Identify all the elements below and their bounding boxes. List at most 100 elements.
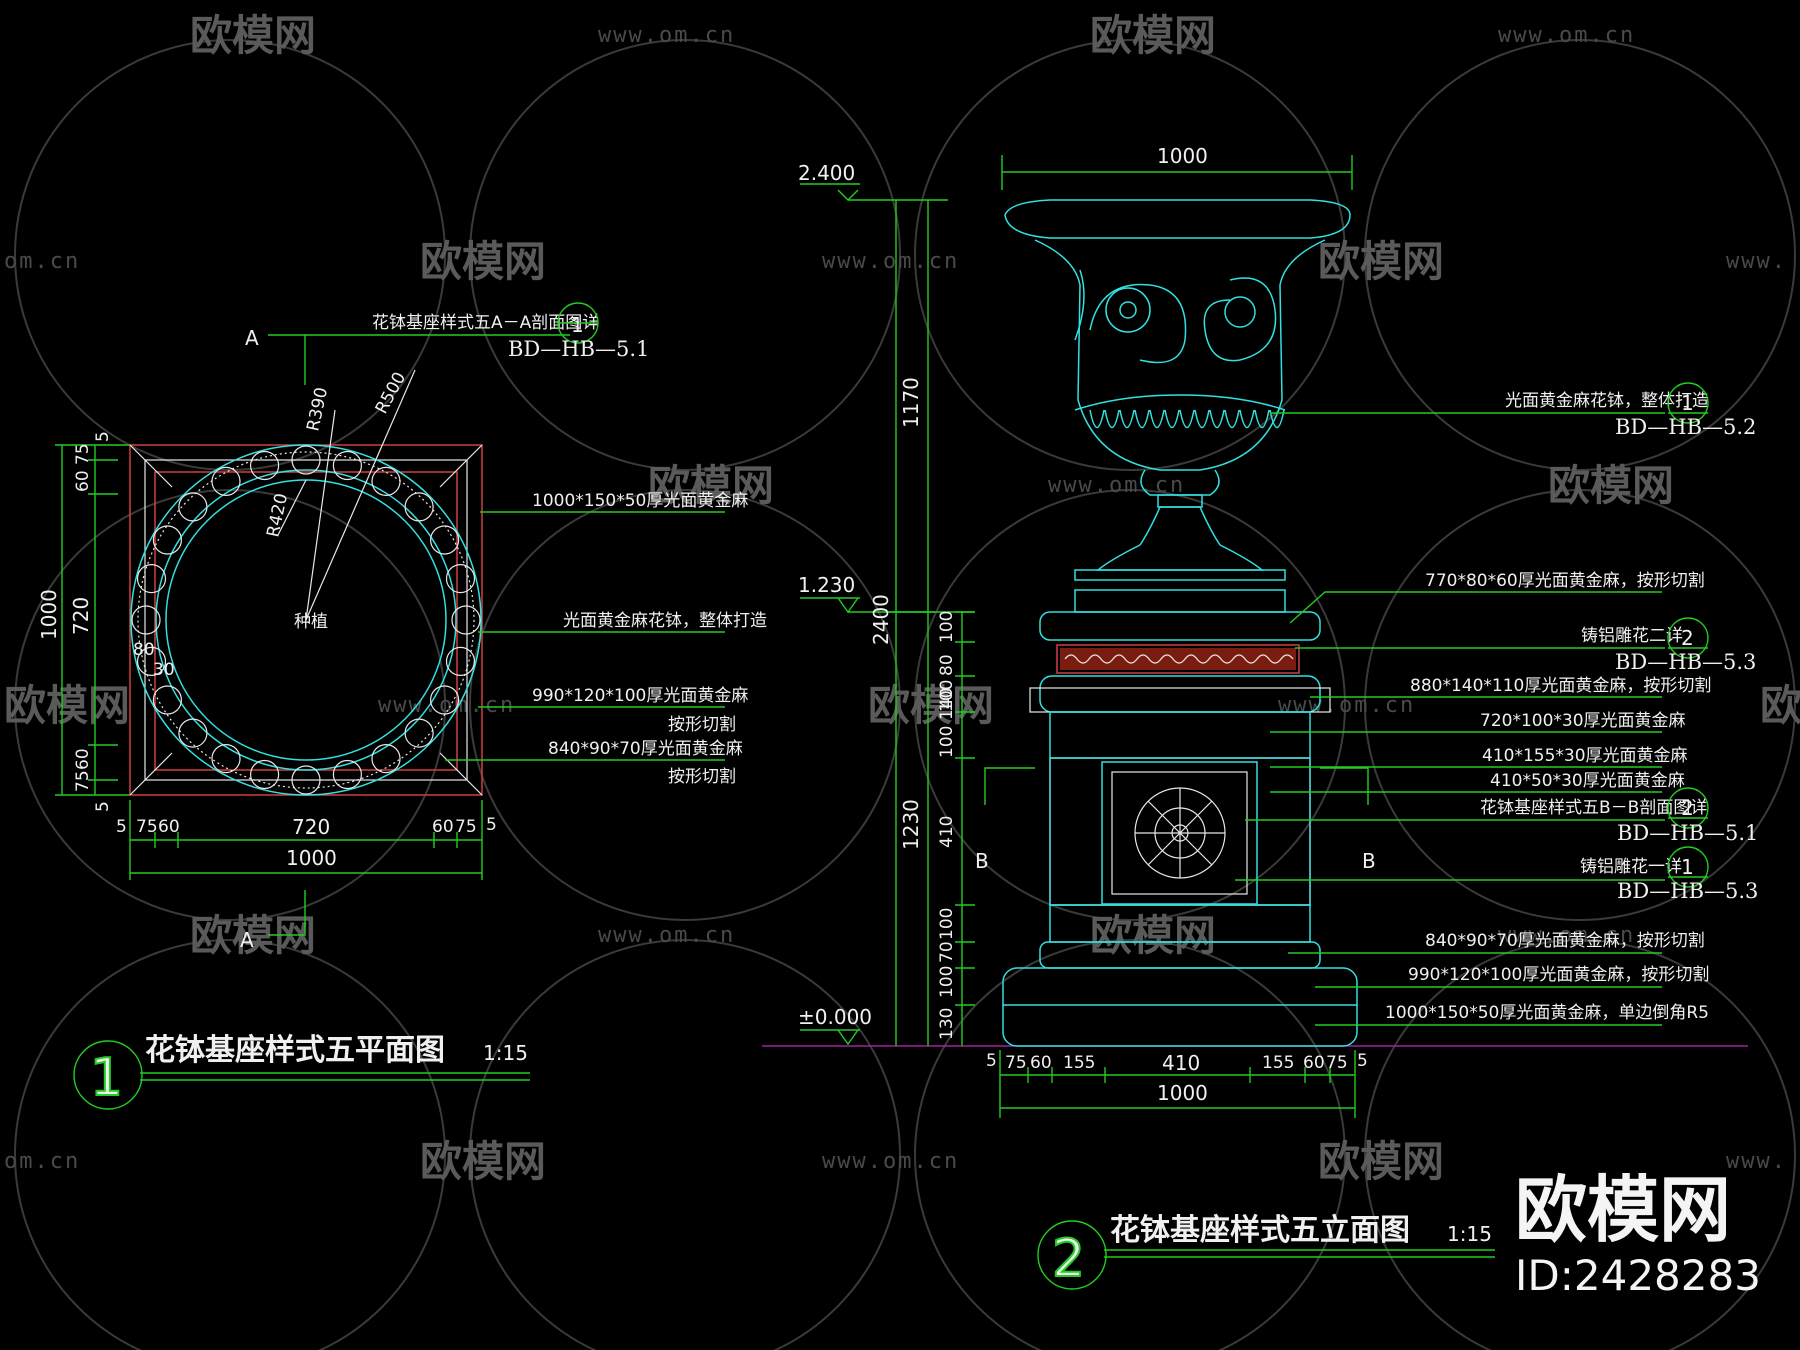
plan-bead: [136, 563, 167, 594]
watermark-circle: [14, 939, 446, 1350]
cast-panel-petals: [1135, 788, 1225, 878]
elev-dim-h: 60: [1030, 1053, 1052, 1073]
plinth-base-slab: [1002, 967, 1358, 1047]
urn-bowl: [1034, 239, 1326, 471]
elev-top-width: 1000: [1157, 144, 1208, 168]
watermark-logo: 欧模网: [868, 681, 994, 730]
elev-dim-v: 100: [937, 966, 957, 998]
elev-dim-h: 75: [1005, 1053, 1027, 1073]
watermark-logo: 欧模网: [1760, 681, 1800, 730]
plan-dim-h: 5: [486, 815, 497, 835]
plan-dim-h: 5: [116, 817, 127, 837]
plan-dim-v: 5: [93, 431, 113, 442]
corner-miter: [129, 444, 173, 488]
plan-bead: [404, 492, 434, 522]
plan-bead: [250, 450, 280, 481]
plan-bead: [371, 466, 401, 496]
elev-callout-12: 1000*150*50厚光面黄金麻，单边倒角R5: [1385, 1003, 1709, 1023]
section-mark-a-top: A: [245, 326, 259, 350]
elev-callout-6: 410*155*30厚光面黄金麻: [1482, 746, 1688, 766]
level-marker: [837, 189, 859, 201]
urn-gadroons: [1089, 409, 1285, 429]
elev-dim-h: 5: [986, 1051, 997, 1071]
level-1230: 1.230: [798, 573, 855, 597]
urn-gadroon: [1254, 409, 1270, 429]
elev-scale: 1:15: [1447, 1222, 1492, 1246]
plan-dim-v: 5: [93, 801, 113, 812]
elev-dim-1230: 1230: [899, 799, 923, 850]
elev-callout-8-ref: BD—HB—5.1: [1617, 821, 1758, 845]
urn-floral-relief: [1074, 269, 1277, 364]
plan-callout-2: 光面黄金麻花钵，整体打造: [563, 611, 767, 631]
plan-inner-rim-2: [155, 469, 457, 771]
elev-dim-v: 70: [937, 941, 957, 963]
plan-title: 花钵基座样式五平面图: [145, 1033, 445, 1068]
detail-bubble: [1667, 382, 1709, 424]
elev-dim-h: 75: [1326, 1053, 1348, 1073]
watermark-logo: 欧模网: [420, 1137, 546, 1186]
elev-callout-9-num: 1: [1681, 855, 1694, 879]
cast-panel-inner: [1111, 771, 1248, 895]
level-marker: [837, 597, 859, 614]
elev-title: 花钵基座样式五立面图: [1110, 1213, 1410, 1248]
elev-dim-2400: 2400: [869, 594, 893, 645]
plan-dim-total-v: 1000: [37, 589, 61, 640]
plan-bead: [178, 718, 208, 748]
cast-aluminum-band: [1056, 644, 1300, 674]
elev-title-num: 2: [1052, 1229, 1085, 1289]
level-marker: [837, 1029, 859, 1046]
elev-callout-7: 410*50*30厚光面黄金麻: [1490, 771, 1685, 791]
elev-callout-1-num: 1: [1681, 391, 1694, 415]
watermark-logo: 欧模网: [420, 237, 546, 286]
plan-dim-h: 75: [455, 817, 477, 837]
urn-gadroon: [1209, 409, 1225, 429]
plan-dim-v: 60: [73, 470, 93, 492]
elev-dim-h: 60: [1303, 1053, 1325, 1073]
elev-callout-9: 铸铝雕花一详: [1580, 857, 1682, 877]
plan-bead: [250, 759, 280, 790]
plan-bead: [291, 445, 321, 475]
plan-outer-rim: [130, 444, 482, 796]
urn-leaf-scroll: [1089, 283, 1187, 364]
elev-callout-11: 990*120*100厚光面黄金麻，按形切割: [1408, 965, 1709, 985]
plan-callout-1: 1000*150*50厚光面黄金麻: [532, 491, 748, 511]
plan-bead: [371, 743, 401, 774]
elev-dim-v: 100: [937, 726, 957, 758]
watermark-circle: [914, 39, 1346, 471]
plan-dim-h: 60: [158, 817, 180, 837]
plan-detail-num: 1: [571, 313, 584, 337]
level-zero: ±0.000: [798, 1005, 872, 1029]
watermark-url: www.: [1726, 249, 1787, 274]
corner-miter: [439, 444, 483, 488]
watermark-circle: [1364, 489, 1796, 921]
watermark-circle: [469, 489, 901, 921]
elev-callout-3-num: 2: [1681, 626, 1694, 650]
urn-leaf-scroll: [1203, 277, 1277, 362]
urn-gadroon: [1104, 409, 1120, 429]
watermark-logo: 欧模网: [4, 681, 130, 730]
cast-aluminum-band-fill: [1060, 648, 1296, 670]
urn-gadroon: [1239, 409, 1255, 429]
watermark-url: www.om.cn: [822, 249, 959, 274]
plan-bead: [178, 492, 208, 522]
watermark-logo: 欧模网: [1318, 1137, 1444, 1186]
plan-dim-h: 60: [432, 817, 454, 837]
plan-dim-v: 60: [73, 748, 93, 770]
watermark-layer: 欧模网 www.om.cn 欧模网 www.om.cn om.cn 欧模网 ww…: [4, 11, 1800, 1350]
plan-bead: [445, 563, 476, 594]
watermark-circle: [914, 489, 1346, 921]
urn-flower-ornament: [1105, 287, 1151, 333]
elev-dim-v: 130: [937, 1008, 957, 1040]
section-mark-b-right: B: [1362, 849, 1376, 873]
plan-bead: [136, 646, 167, 677]
watermark-logo: 欧模网: [1548, 461, 1674, 510]
watermark-url: www.om.cn: [822, 1149, 959, 1174]
elev-callout-5: 720*100*30厚光面黄金麻: [1480, 711, 1686, 731]
plan-view: A 花钵基座样式五A－A剖面图详 1 BD—HB—5.1 R390 R500 R…: [37, 302, 767, 1110]
plan-bead: [211, 743, 241, 774]
urn-leaf-scroll: [1074, 269, 1085, 341]
plan-bead: [291, 765, 321, 795]
radius-leader: [305, 369, 416, 621]
plan-title-num: 1: [90, 1048, 123, 1108]
